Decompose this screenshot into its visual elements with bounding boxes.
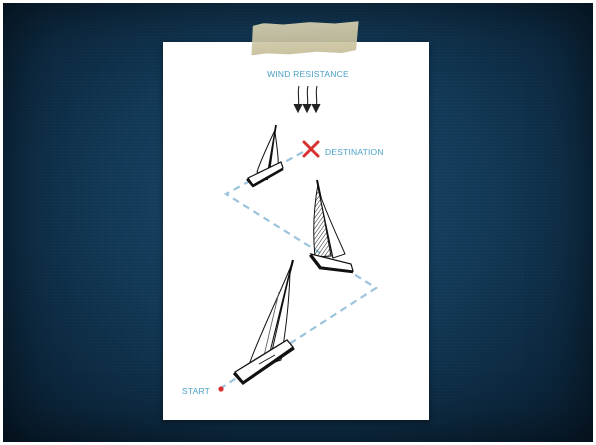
sailboat-icon [247, 125, 283, 186]
sailboat-icon [310, 180, 353, 272]
wind-label: WIND RESISTANCE [267, 69, 349, 79]
start-dot-icon [218, 386, 223, 391]
start-label: START [182, 386, 210, 396]
wind-arrows-icon [294, 86, 320, 112]
destination-x-icon [304, 142, 318, 156]
sailboat-icon [234, 260, 294, 383]
sailing-diagram: WIND RESISTANCE DESTINATION START [163, 42, 429, 420]
destination-label: DESTINATION [325, 147, 384, 157]
